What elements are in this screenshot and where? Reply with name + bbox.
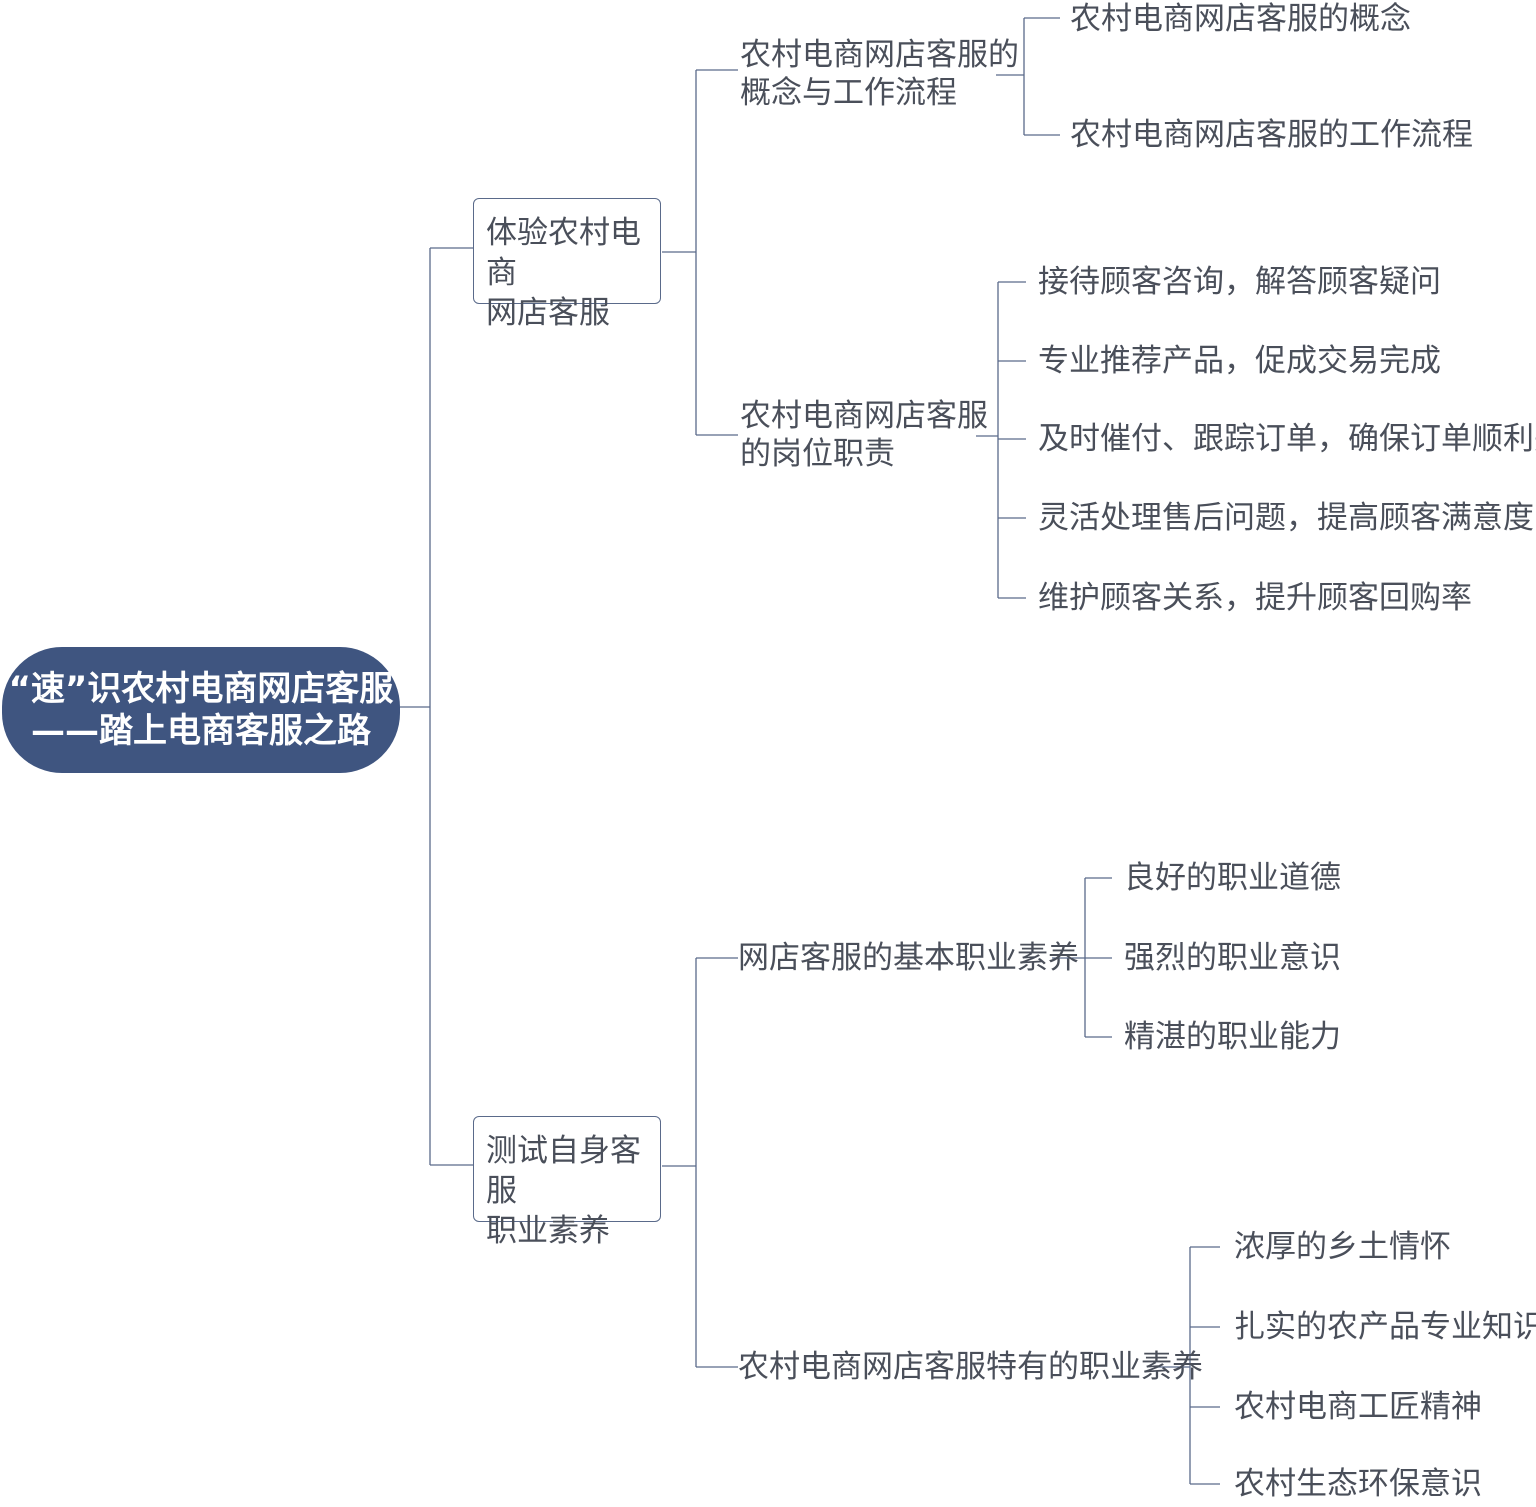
leaf-item: 灵活处理售后问题，提高顾客满意度 — [1038, 500, 1534, 536]
branch-label-line2: 网店客服 — [486, 295, 610, 331]
leaf-item: 农村电商网店客服的概念 — [1070, 1, 1411, 37]
branch-label-line1: 测试自身客服 — [486, 1133, 641, 1209]
subtopic-concept-workflow: 农村电商网店客服的 概念与工作流程 — [740, 36, 1019, 112]
branch-node-experience: 体验农村电商 网店客服 — [473, 198, 661, 331]
leaf-item: 农村生态环保意识 — [1234, 1466, 1482, 1502]
leaf-item: 维护顾客关系，提升顾客回购率 — [1038, 580, 1472, 616]
leaf-item: 强烈的职业意识 — [1124, 940, 1341, 976]
root-title-line2: ——踏上电商客服之路 — [31, 711, 371, 751]
leaf-item: 及时催付、跟踪订单，确保订单顺利完成 — [1038, 421, 1536, 457]
subtopic-basic-qualities: 网店客服的基本职业素养 — [738, 939, 1079, 977]
branch-label-line2: 职业素养 — [486, 1213, 610, 1249]
root-title-line1: “速”识农村电商网店客服 — [8, 669, 394, 709]
branch-label-line1: 体验农村电商 — [486, 215, 641, 291]
leaf-item: 专业推荐产品，促成交易完成 — [1038, 343, 1441, 379]
branch-node-self-test: 测试自身客服 职业素养 — [473, 1116, 661, 1249]
subtopic-label-line2: 概念与工作流程 — [740, 75, 957, 111]
subtopic-label: 网店客服的基本职业素养 — [738, 940, 1079, 976]
leaf-item: 良好的职业道德 — [1124, 860, 1341, 896]
root-node: “速”识农村电商网店客服 ——踏上电商客服之路 — [2, 647, 400, 773]
subtopic-duties: 农村电商网店客服 的岗位职责 — [740, 397, 988, 473]
leaf-item: 精湛的职业能力 — [1124, 1019, 1341, 1055]
subtopic-label-line1: 农村电商网店客服的 — [740, 37, 1019, 73]
leaf-item: 浓厚的乡土情怀 — [1234, 1229, 1451, 1265]
leaf-item: 扎实的农产品专业知识 — [1234, 1309, 1536, 1345]
leaf-item: 接待顾客咨询，解答顾客疑问 — [1038, 264, 1441, 300]
subtopic-label-line1: 农村电商网店客服 — [740, 398, 988, 434]
subtopic-special-qualities: 农村电商网店客服特有的职业素养 — [738, 1348, 1203, 1386]
leaf-item: 农村电商网店客服的工作流程 — [1070, 117, 1473, 153]
subtopic-label: 农村电商网店客服特有的职业素养 — [738, 1349, 1203, 1385]
subtopic-label-line2: 的岗位职责 — [740, 436, 895, 472]
leaf-item: 农村电商工匠精神 — [1234, 1389, 1482, 1425]
